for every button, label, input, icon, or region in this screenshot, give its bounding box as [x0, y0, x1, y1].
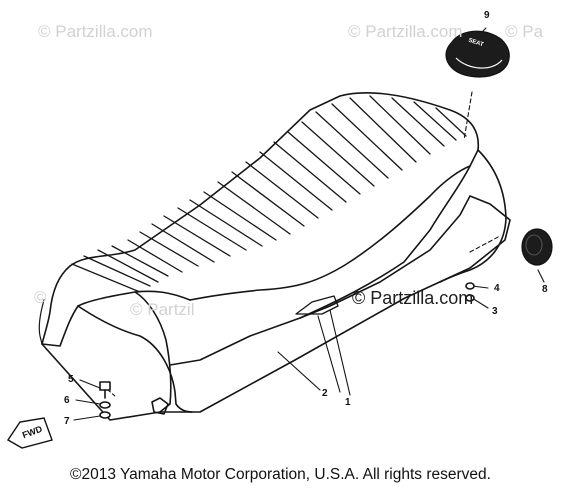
callout-9: 9: [484, 10, 490, 21]
side-plate: [295, 295, 339, 315]
washer-7: [99, 411, 111, 419]
watermark-mid-left: ©: [34, 288, 47, 307]
seat-catch: [151, 397, 169, 415]
watermark-top-left: © Partzilla.com: [38, 22, 153, 41]
washer-6: [99, 401, 111, 409]
callout-7: 7: [64, 416, 70, 427]
watermark-top-center: © Partzilla.com: [348, 22, 463, 41]
emblem-8: [521, 228, 553, 266]
seat-inner-arch: [77, 305, 193, 413]
callout-2: 2: [322, 388, 328, 399]
watermark-top-right: © Pa: [505, 22, 544, 41]
callout-5: 5: [68, 374, 74, 385]
callout-8: 8: [542, 284, 548, 295]
bolt-5: [99, 381, 111, 399]
callout-6: 6: [64, 395, 70, 406]
callout-1: 1: [345, 397, 351, 408]
callout-4: 4: [494, 283, 500, 294]
forward-arrow: [7, 417, 53, 449]
seat-side-skirt: [134, 291, 172, 413]
watermark-main: © Partzilla.com: [352, 288, 474, 308]
seat-rear-hump: [439, 149, 507, 283]
copyright-notice: ©2013 Yamaha Motor Corporation, U.S.A. A…: [70, 466, 491, 483]
washer-4: [465, 282, 475, 290]
seat-strap-9: [445, 30, 510, 78]
watermark-mid-center: © Partzil: [130, 300, 195, 319]
nut-3: [465, 294, 475, 302]
seat-cushion-outline: [69, 92, 480, 319]
callout-3: 3: [492, 306, 498, 317]
